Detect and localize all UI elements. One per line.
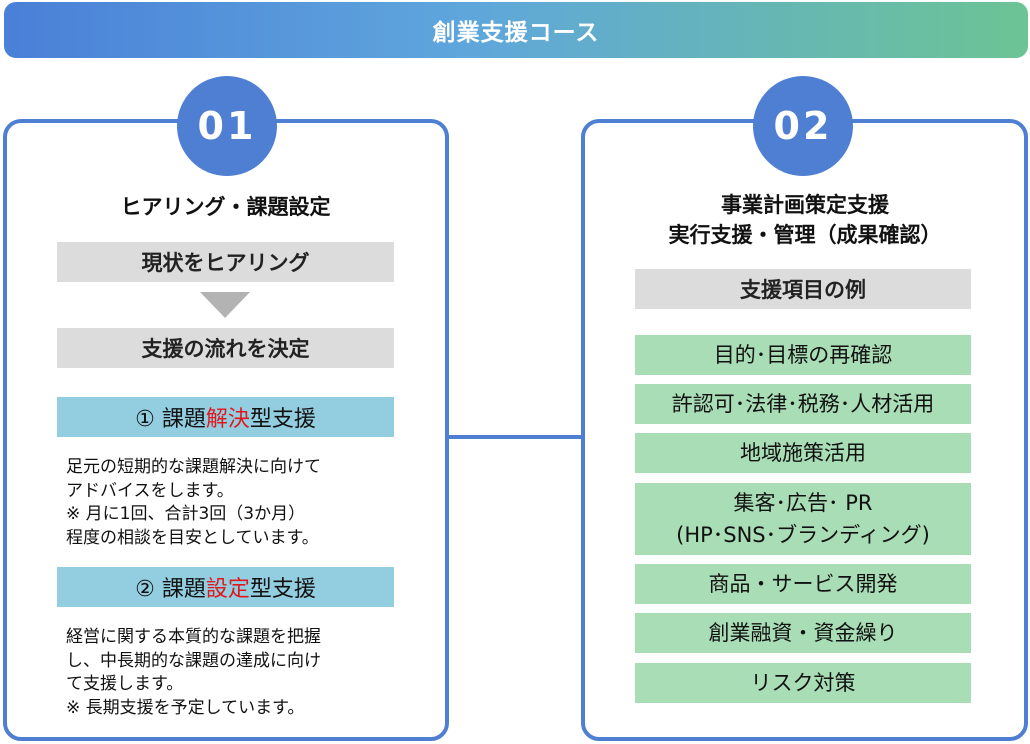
- support-item-label: 目的･目標の再確認: [713, 343, 893, 367]
- support-item-products: 商品・サービス開発: [635, 564, 971, 604]
- option-setting-prefix: ② 課題: [135, 577, 206, 602]
- step-decide-box: 支援の流れを決定: [57, 328, 394, 368]
- phase-02-heading: 事業計画策定支援 実行支援・管理（成果確認）: [600, 190, 1010, 250]
- option-solution-highlight: 解決: [205, 407, 250, 432]
- support-item-label: 創業融資・資金繰り: [708, 621, 898, 645]
- desc-line: し、中長期的な課題の達成に向け: [66, 650, 321, 671]
- option-solution-prefix: ① 課題: [135, 407, 206, 432]
- option-setting-description: 経営に関する本質的な課題を把握 し、中長期的な課題の達成に向け て支援します。 …: [66, 626, 396, 720]
- support-item-risk: リスク対策: [635, 663, 971, 703]
- option-solution-suffix: 型支援: [249, 407, 316, 432]
- step-hearing-box: 現状をヒアリング: [57, 242, 394, 282]
- desc-line: ※ 月に1回、合計3回（3か月）: [66, 504, 306, 524]
- phase-01-heading: ヒアリング・課題設定: [120, 195, 331, 219]
- phase-01-badge: 01: [177, 76, 277, 176]
- support-item-label: 許認可･法律･税務･人材活用: [671, 392, 935, 416]
- phase-02-badge: 02: [753, 76, 853, 176]
- desc-line: 経営に関する本質的な課題を把握: [66, 627, 321, 647]
- desc-line: 足元の短期的な課題解決に向けて: [66, 457, 321, 477]
- desc-line: て支援します。: [66, 674, 184, 694]
- support-item-permits: 許認可･法律･税務･人材活用: [635, 384, 971, 424]
- support-item-financing: 創業融資・資金繰り: [635, 613, 971, 653]
- course-title: 創業支援コース: [432, 20, 600, 46]
- option-setting-box: ② 課題設定型支援: [57, 567, 394, 607]
- phase-02-heading-line: 事業計画策定支援: [721, 193, 889, 217]
- support-item-regional: 地域施策活用: [635, 433, 971, 473]
- option-solution-box: ① 課題解決型支援: [57, 397, 394, 437]
- option-setting-suffix: 型支援: [249, 577, 316, 602]
- course-banner: 創業支援コース: [4, 2, 1028, 58]
- step-decide-label: 支援の流れを決定: [141, 337, 310, 361]
- support-item-label: 集客･広告･ PR: [733, 491, 873, 515]
- examples-label: 支援項目の例: [740, 278, 866, 302]
- desc-line: 程度の相談を目安としています。: [66, 527, 319, 548]
- step-hearing-label: 現状をヒアリング: [141, 251, 310, 275]
- option-solution-description: 足元の短期的な課題解決に向けて アドバイスをします。 ※ 月に1回、合計3回（3…: [66, 456, 396, 550]
- support-item-goals: 目的･目標の再確認: [635, 335, 971, 375]
- desc-line: アドバイスをします。: [66, 480, 234, 501]
- phase-02-heading-line: 実行支援・管理（成果確認）: [668, 223, 942, 247]
- examples-label-box: 支援項目の例: [635, 269, 971, 309]
- support-item-label: リスク対策: [750, 671, 856, 695]
- support-item-label: 商品・サービス開発: [708, 572, 898, 596]
- down-arrow-icon: [200, 292, 250, 318]
- support-item-label: (HP･SNS･ブランディング): [676, 523, 930, 547]
- support-item-label: 地域施策活用: [740, 441, 866, 465]
- support-item-marketing: 集客･広告･ PR (HP･SNS･ブランディング): [635, 483, 971, 555]
- option-setting-highlight: 設定: [205, 577, 250, 602]
- panel-connector-line: [449, 435, 581, 439]
- desc-line: ※ 長期支援を予定しています。: [66, 697, 305, 718]
